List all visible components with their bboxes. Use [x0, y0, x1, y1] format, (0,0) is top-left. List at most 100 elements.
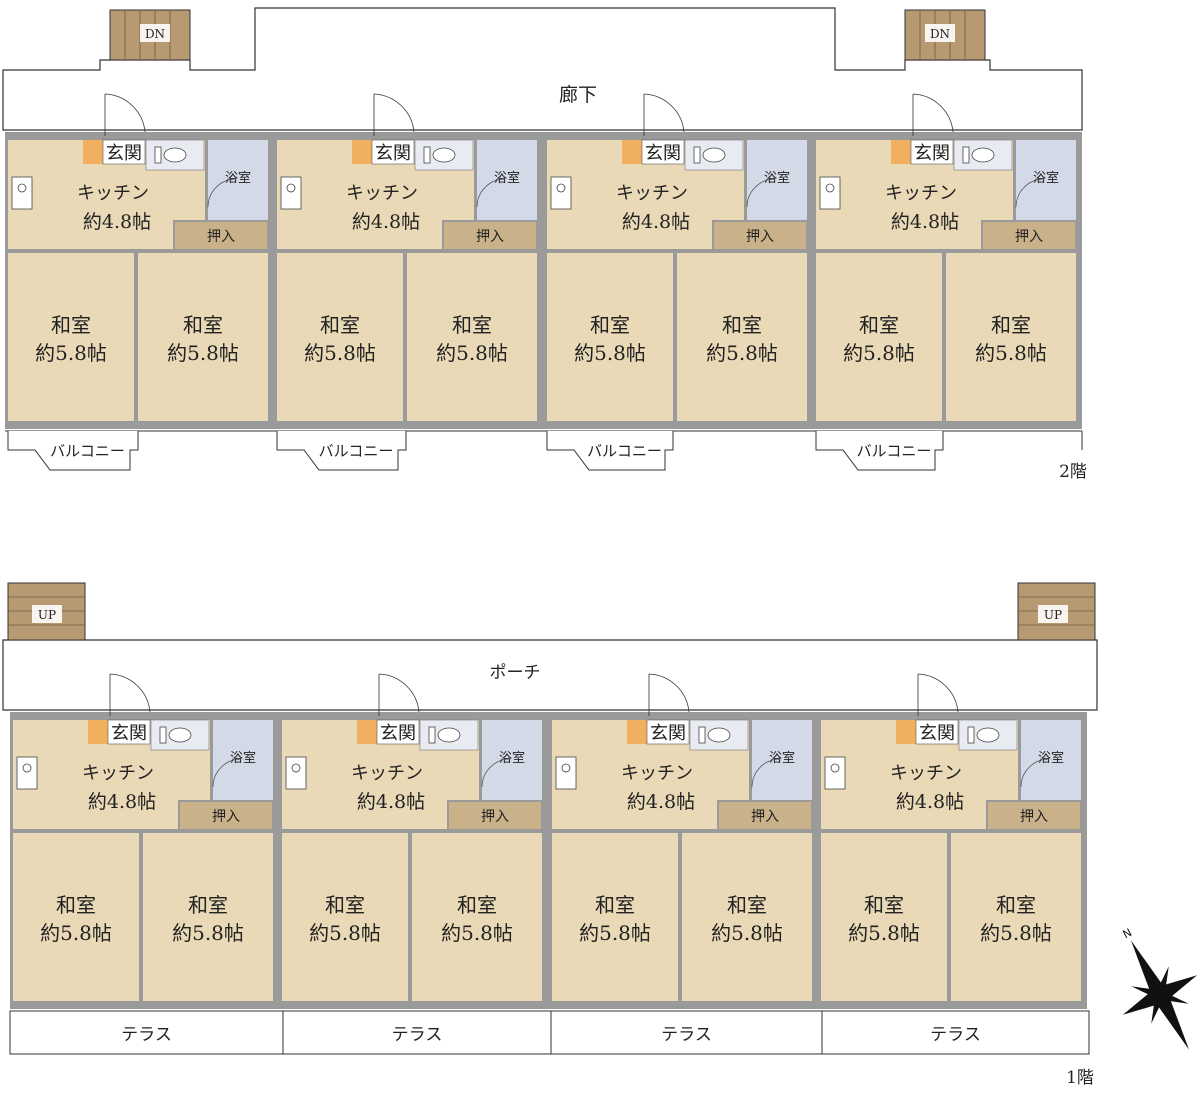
washitsu-room	[407, 253, 537, 421]
sink-icon	[819, 176, 841, 210]
bath-label: 浴室	[1033, 170, 1059, 186]
entrance-label: 玄関	[380, 723, 416, 744]
washitsu-room	[816, 253, 942, 421]
entrance-mat	[622, 140, 642, 164]
kitchen-size: 約4.8帖	[88, 791, 156, 813]
bath-room	[213, 720, 273, 800]
kitchen-size: 約4.8帖	[622, 211, 690, 233]
terrace: テラス	[550, 1010, 823, 1055]
washitsu-room	[8, 253, 134, 421]
entrance-label: 玄関	[645, 143, 681, 164]
entrance-mat	[891, 140, 911, 164]
porch-outline	[2, 639, 1098, 711]
washitsu-label: 和室	[452, 313, 492, 337]
sink-icon	[550, 176, 572, 210]
washitsu-size: 約5.8帖	[980, 921, 1052, 945]
floor-label: 2階	[1059, 462, 1087, 482]
washitsu-room	[946, 253, 1076, 421]
toilet-icon	[707, 727, 731, 743]
washitsu-size: 約5.8帖	[579, 921, 651, 945]
bath-room	[747, 140, 807, 220]
closet-label: 押入	[481, 809, 509, 825]
floor-1: ポーチ UP UP 玄関浴室押入キッチン約4.8帖和室約5.8帖和室約5.8帖玄…	[2, 582, 1098, 1088]
stairs-left: DN	[109, 9, 191, 61]
closet-label: 押入	[1015, 229, 1043, 245]
entrance-floor	[641, 139, 685, 165]
entrance-floor	[102, 139, 146, 165]
toilet-icon	[702, 147, 726, 163]
terrace-label: テラス	[121, 1025, 172, 1045]
bath-room	[1021, 720, 1081, 800]
washitsu-label: 和室	[864, 893, 904, 917]
bath-label: 浴室	[494, 170, 520, 186]
closet-label: 押入	[1020, 809, 1048, 825]
toilet-icon	[432, 147, 456, 163]
balcony: バルコニー	[7, 431, 139, 471]
toilet-icon	[971, 147, 995, 163]
sink-icon	[11, 176, 33, 210]
closet	[449, 802, 541, 829]
stair-label: UP	[1044, 608, 1062, 622]
washitsu-room	[547, 253, 673, 421]
kitchen-label: キッチン	[621, 763, 693, 784]
balcony-label: バルコニー	[319, 442, 394, 460]
toilet-icon	[437, 727, 461, 743]
entrance-mat	[896, 720, 916, 744]
terrace-label: テラス	[661, 1025, 712, 1045]
sink-icon	[824, 756, 846, 790]
kitchen-label: キッチン	[890, 763, 962, 784]
toilet-icon	[163, 147, 187, 163]
washitsu-size: 約5.8帖	[40, 921, 112, 945]
washitsu-label: 和室	[188, 893, 228, 917]
closet-label: 押入	[751, 809, 779, 825]
washitsu-label: 和室	[727, 893, 767, 917]
closet	[175, 222, 267, 249]
bath-label: 浴室	[230, 750, 256, 766]
kitchen-label: キッチン	[885, 183, 957, 204]
terrace-label: テラス	[392, 1025, 443, 1045]
washitsu-room	[412, 833, 542, 1001]
floor-2: 廊下 DN DN 玄関浴室押入キッチン約4.8帖和室約5.8帖和室約5.8帖玄関…	[2, 7, 1087, 482]
washitsu-size: 約5.8帖	[574, 341, 646, 365]
terrace: テラス	[282, 1010, 552, 1055]
entrance-mat	[627, 720, 647, 744]
balconies: バルコニーバルコニーバルコニーバルコニー	[5, 430, 1083, 471]
stairs-right: DN	[904, 9, 986, 61]
washitsu-room	[682, 833, 812, 1001]
entrance-label: 玄関	[919, 723, 955, 744]
entrance-floor	[107, 719, 151, 745]
bath-room	[752, 720, 812, 800]
stair-label: DN	[145, 27, 165, 41]
washitsu-size: 約5.8帖	[706, 341, 778, 365]
kitchen-label: キッチン	[77, 183, 149, 204]
bath-room	[1016, 140, 1076, 220]
terraces: テラステラステラステラス	[9, 1010, 1090, 1055]
closet	[180, 802, 272, 829]
kitchen-label: キッチン	[82, 763, 154, 784]
kitchen-size: 約4.8帖	[357, 791, 425, 813]
entrance-mat	[352, 140, 372, 164]
kitchen-label: キッチン	[616, 183, 688, 204]
entrance-label: 玄関	[111, 723, 147, 744]
bath-label: 浴室	[764, 170, 790, 186]
toilet-icon	[168, 727, 192, 743]
stair-label: DN	[930, 27, 950, 41]
bath-room	[482, 720, 542, 800]
kitchen-size: 約4.8帖	[352, 211, 420, 233]
washitsu-size: 約5.8帖	[172, 921, 244, 945]
closet-label: 押入	[476, 229, 504, 245]
washitsu-room	[138, 253, 268, 421]
terrace: テラス	[9, 1010, 284, 1055]
washitsu-room	[677, 253, 807, 421]
kitchen-size: 約4.8帖	[896, 791, 964, 813]
balcony: バルコニー	[276, 431, 407, 471]
closet	[714, 222, 806, 249]
entrance-mat	[88, 720, 108, 744]
closet	[444, 222, 536, 249]
